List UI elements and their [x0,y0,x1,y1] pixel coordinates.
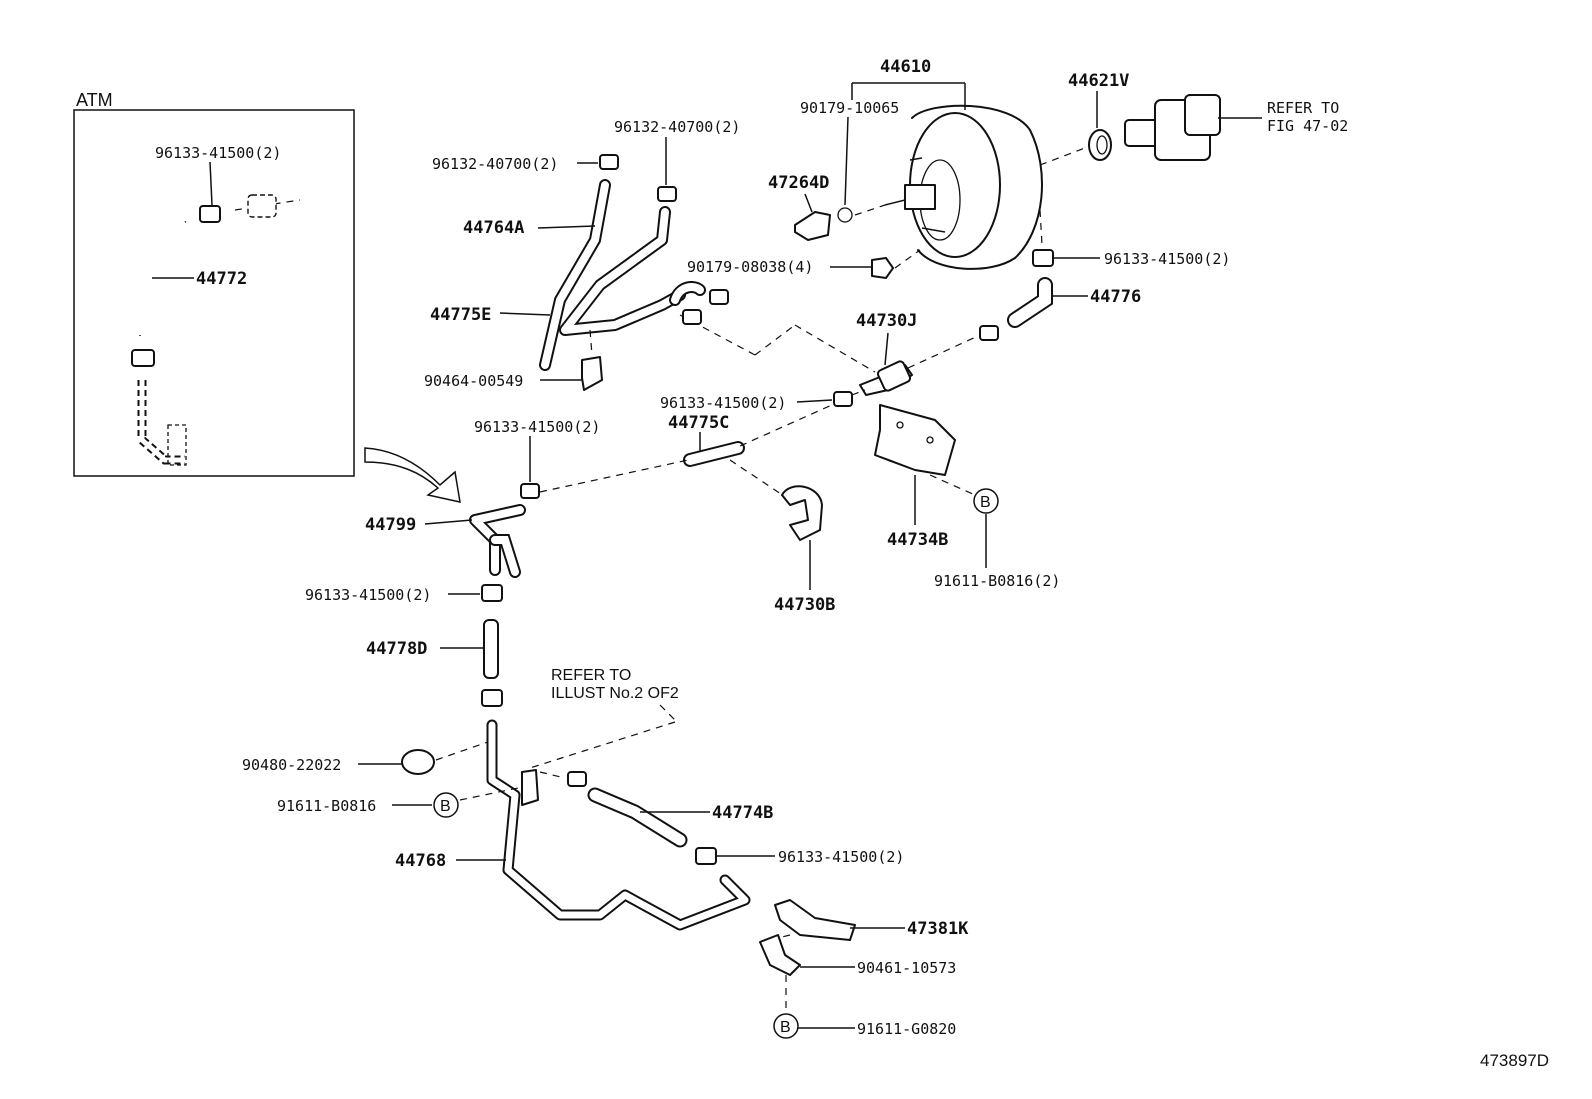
label-44772: 44772 [196,269,247,289]
label-91611-G0820: 91611-G0820 [857,1020,956,1038]
check-valve-44730J-icon [859,360,913,396]
master-cylinder-icon [1124,94,1262,161]
label-44621V: 44621V [1068,71,1129,91]
label-44778D: 44778D [366,639,427,659]
clamp-icon [695,847,717,865]
label-90480: 90480-22022 [242,756,341,774]
label-96132-top: 96132-40700(2) [614,118,740,136]
filter-icon [234,194,301,218]
hose-44778D-icon [483,619,499,679]
label-90464: 90464-00549 [424,372,523,390]
label-44776: 44776 [1090,287,1141,307]
clamp-icon [979,325,999,341]
hose-44776-icon [1009,279,1051,326]
refer-illust-line2: ILLUST No.2 OF2 [551,685,679,702]
label-90461: 90461-10573 [857,959,956,977]
label-47381K: 47381K [907,919,969,939]
clamp-icon [520,483,540,499]
label-44764A: 44764A [463,218,524,238]
label-96133-atm: 96133-41500(2) [155,144,281,162]
hose-44775C-icon [685,443,743,465]
bolt-marker-b-icon [973,488,999,514]
label-44730B: 44730B [774,595,835,615]
marker-b-2: B [440,798,451,815]
clip-90464-icon [581,356,603,391]
hose-44774B-icon [589,789,686,846]
label-90179-08038: 90179-08038(4) [687,258,813,276]
clamp-icon [657,186,677,202]
bolt-marker-b-icon [433,792,459,818]
clamp-icon [131,349,155,367]
bracket-44734B-icon [874,404,956,476]
label-44775E: 44775E [430,305,491,325]
label-44775C: 44775C [668,413,729,433]
arrow-icon [364,447,461,503]
atm-label: ATM [76,90,113,110]
clamp-icon [567,771,587,787]
label-96133-bottom: 96133-41500(2) [778,848,904,866]
label-91611-B0816: 91611-B0816 [277,797,376,815]
label-91611-B0816-2: 91611-B0816(2) [934,572,1060,590]
clamp-icon [481,584,503,602]
label-47264D: 47264D [768,173,829,193]
clip-icon [521,769,539,806]
clamp-icon [833,391,853,407]
clamp-icon [682,309,702,325]
clamp-icon [709,289,729,305]
marker-b-1: B [980,494,991,511]
label-44730J: 44730J [856,311,917,331]
label-96133-left: 96133-41500(2) [474,418,600,436]
label-44799: 44799 [365,515,416,535]
label-96133-low: 96133-41500(2) [305,586,431,604]
clamp-90461-icon [759,934,801,976]
marker-b-3: B [780,1019,791,1036]
bracket-47381K-icon [774,899,856,941]
label-44734B: 44734B [887,530,948,550]
clamp-44730B-icon [781,485,823,541]
clamp-icon [599,154,619,170]
label-44610: 44610 [880,57,931,77]
nut-icon [871,257,894,279]
bracket-47264D-icon [794,211,831,241]
grommet-icon [401,749,435,775]
pipe-44768-icon [486,719,751,931]
refer-fig-line1: REFER TO [1267,99,1339,117]
bolt-marker-b-icon [773,1013,799,1039]
label-90179-10065: 90179-10065 [800,99,899,117]
label-44768: 44768 [395,851,446,871]
clamp-icon [481,689,503,707]
label-96133-mid: 96133-41500(2) [660,394,786,412]
brake-booster-icon [884,104,1043,270]
label-96133-top-right: 96133-41500(2) [1104,250,1230,268]
refer-illust-line1: REFER TO [551,667,631,684]
clamp-icon [1032,249,1054,267]
hose-44799-icon [469,504,526,578]
hose-44764A-icon [539,179,686,371]
clamp-icon [199,205,221,223]
atm-inset: ATM 96133-41500(2) 44772 [73,90,355,477]
label-96132-left: 96132-40700(2) [432,155,558,173]
refer-fig-line2: FIG 47-02 [1267,117,1348,135]
diagram-id: 473897D [1480,1051,1549,1070]
label-44774B: 44774B [712,803,773,823]
washer-icon [837,207,853,223]
